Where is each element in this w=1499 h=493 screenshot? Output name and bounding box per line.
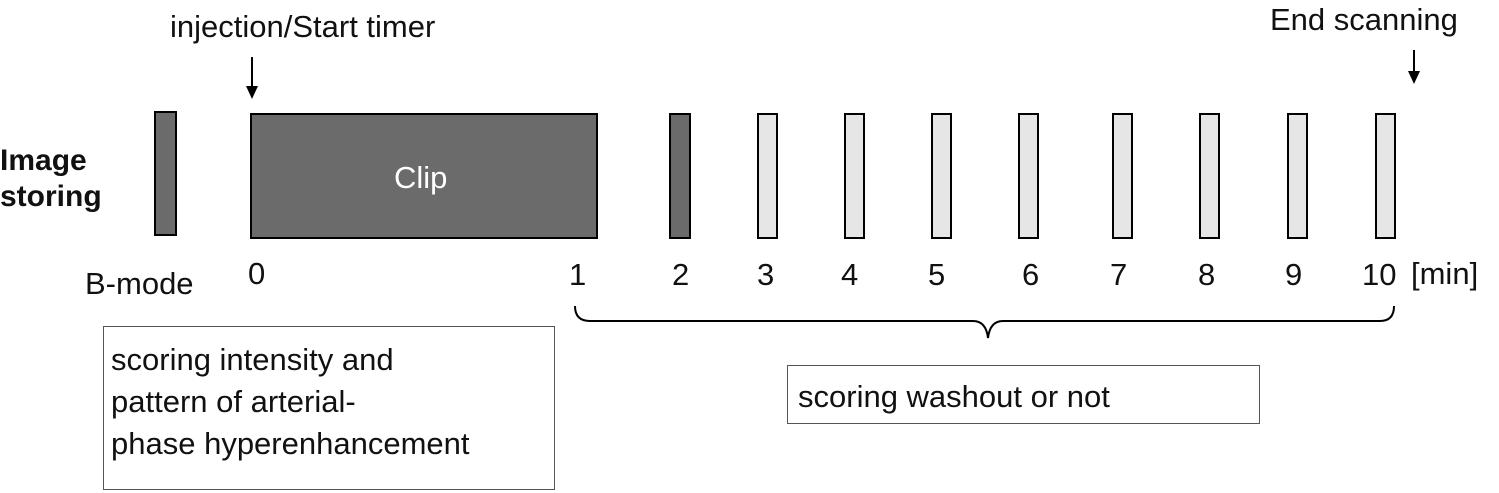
tick-label: 0 [248,256,266,291]
b-mode-bar [154,111,177,236]
frame-bar-3 [757,113,778,239]
tick-label: 5 [928,257,946,292]
washout-text: scoring washout or not [798,379,1110,414]
tick-label: 7 [1110,257,1128,292]
tick-label: 6 [1022,257,1040,292]
frame-bar-2 [669,113,691,239]
end-scanning-arrow [1408,50,1420,84]
clip-bar [250,113,598,239]
image-storing-line2: storing [0,180,102,213]
injection-arrow [246,57,258,99]
tick-label: 3 [757,257,775,292]
unit-label: [min] [1411,256,1479,291]
tick-label: 4 [841,257,859,292]
tick-label: 2 [672,257,690,292]
arterial-phase-line2: pattern of arterial- [111,384,356,419]
frame-bar-7 [1112,113,1133,239]
b-mode-label: B-mode [85,266,194,301]
washout-box: scoring washout or not [787,365,1260,424]
frame-bar-6 [1018,113,1039,239]
frame-bar-5 [931,113,952,239]
frame-bar-9 [1287,113,1308,239]
washout-brace [574,305,1395,339]
injection-label: injection/Start timer [170,9,436,44]
arterial-phase-line3: phase hyperenhancement [111,426,470,461]
arterial-phase-line1: scoring intensity and [111,342,394,377]
arterial-phase-box: scoring intensity and pattern of arteria… [103,326,555,490]
image-storing-line1: Image [0,144,87,177]
end-scanning-label: End scanning [1270,2,1458,37]
tick-label: 9 [1285,257,1303,292]
clip-label: Clip [394,160,448,195]
tick-label: 10 [1362,257,1397,292]
frame-bar-4 [844,113,865,239]
frame-bar-8 [1199,113,1220,239]
tick-label: 1 [569,257,587,292]
tick-label: 8 [1198,257,1216,292]
image-storing-label: Image storing [0,143,102,215]
frame-bar-10 [1375,113,1396,239]
